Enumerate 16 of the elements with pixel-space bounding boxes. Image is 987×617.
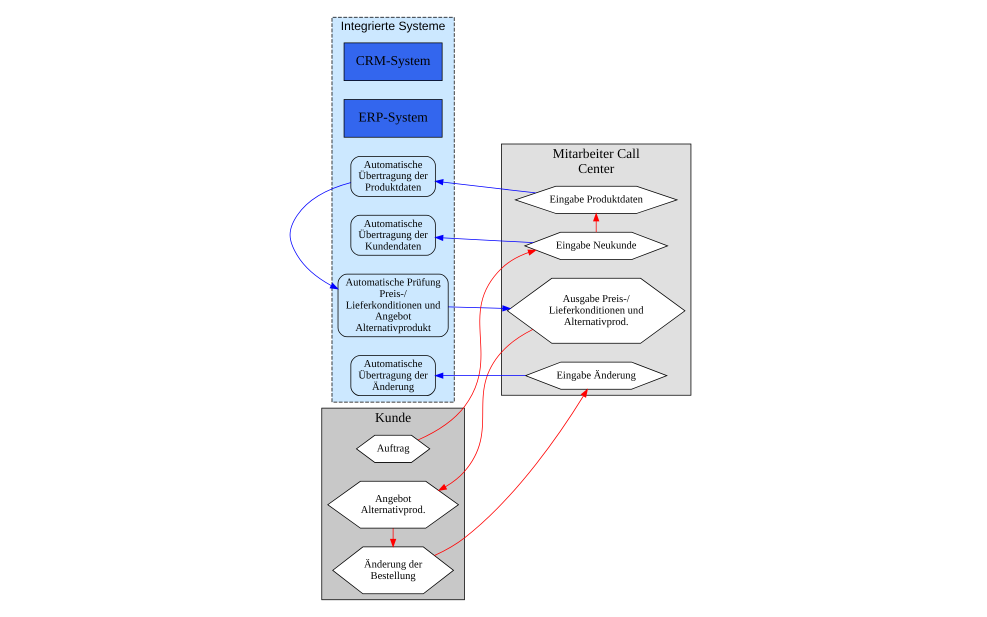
arrow <box>434 372 526 379</box>
arrow <box>434 179 536 194</box>
arrow <box>438 329 534 491</box>
arrow <box>448 305 512 312</box>
node-box: Automatische Übertragung der Kundendaten <box>350 214 436 256</box>
node-box: ERP-System <box>344 99 443 138</box>
arrow <box>434 234 534 243</box>
node-box: CRM-System <box>344 42 443 81</box>
node-box: Automatische Prüfung Preis-/ Lieferkonditionen und Angebot Alternativprodukt <box>338 274 449 338</box>
node-box: Automatische Übertragung der Änderung <box>350 355 436 396</box>
arrow <box>593 212 600 233</box>
arrow <box>290 182 352 290</box>
arrow <box>434 388 588 556</box>
node-box: Automatische Übertragung der Produktdaten <box>350 156 436 197</box>
arrow <box>390 528 396 548</box>
arrow <box>418 250 537 440</box>
